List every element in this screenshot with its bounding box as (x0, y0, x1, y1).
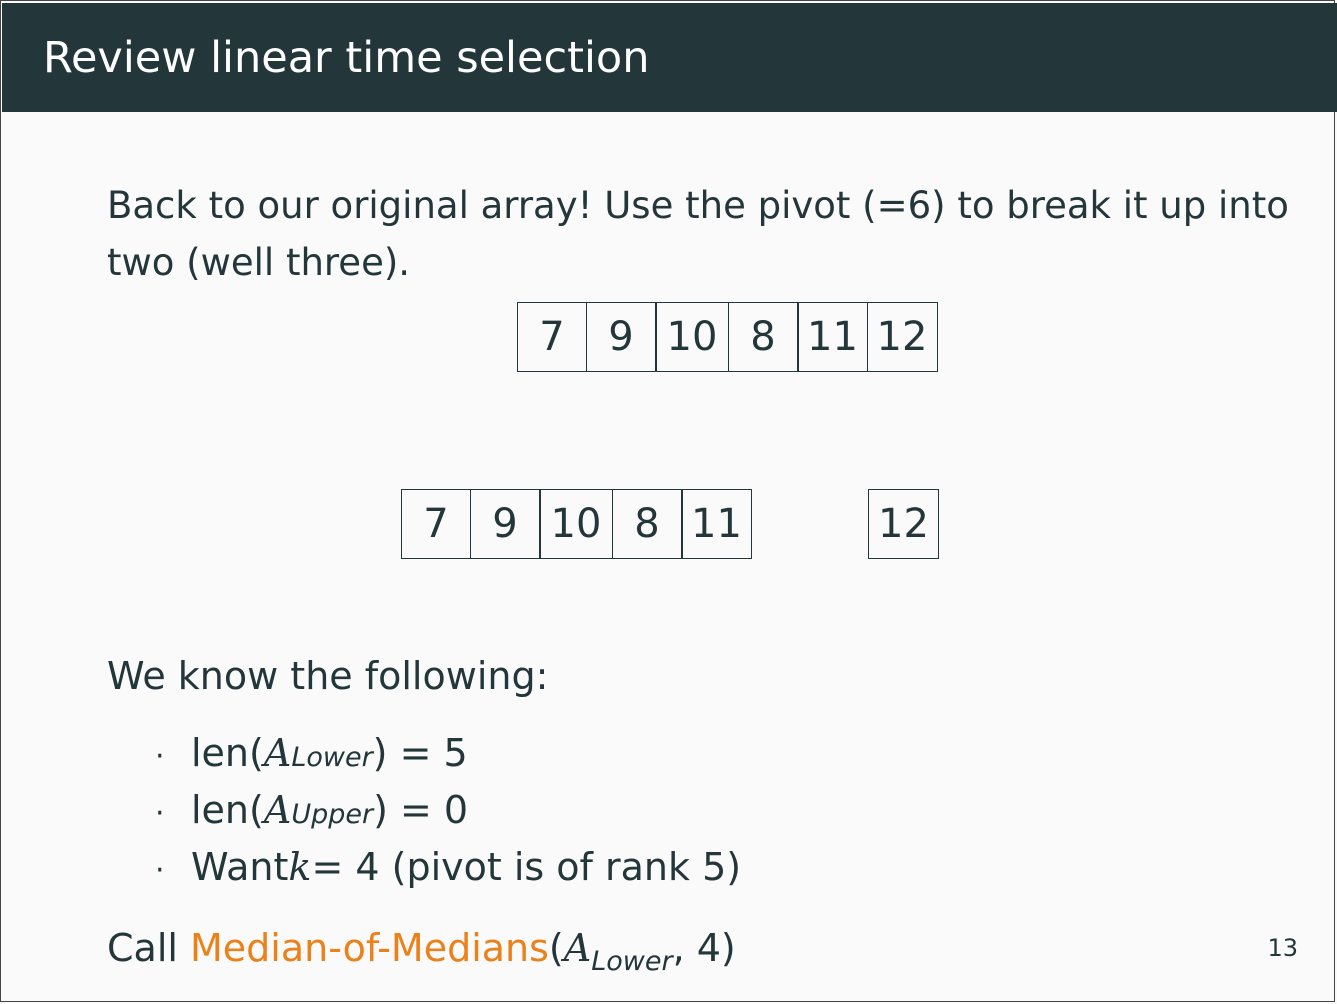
array-cell: 9 (585, 302, 657, 372)
array-cell: 11 (681, 489, 752, 559)
list-item: · Want k = 4 (pivot is of rank 5) (151, 845, 741, 902)
bullet-var: A (263, 788, 292, 832)
bullet-icon: · (155, 796, 165, 831)
call-args-rest: , 4) (672, 926, 736, 970)
title-bar: Review linear time selection (2, 3, 1337, 112)
bullet-sub: Upper (291, 799, 374, 830)
array-cell: 10 (539, 489, 613, 559)
call-function: Median-of-Medians (190, 926, 549, 970)
array-cell: 8 (727, 302, 799, 372)
intro-line-2: two (well three). (107, 241, 411, 284)
array-cell: 7 (401, 489, 471, 559)
call-sub: Lower (591, 946, 673, 977)
bullet-suffix: = 4 (pivot is of rank 5) (311, 845, 742, 889)
bullet-var: k (288, 845, 312, 889)
call-var: A (563, 926, 592, 970)
bullet-suffix: ) = 5 (372, 731, 468, 775)
call-line: Call Median-of-Medians(ALower, 4) (107, 926, 736, 977)
bullet-sub: Lower (291, 742, 373, 773)
bullet-icon: · (155, 853, 165, 888)
intro-line-1: Back to our original array! Use the pivo… (107, 184, 1289, 227)
page-number: 13 (1267, 934, 1298, 962)
array-cell: 12 (868, 489, 939, 559)
bullet-prefix: Want (191, 845, 289, 889)
bullet-suffix: ) = 0 (373, 788, 469, 832)
bullet-var: A (263, 731, 292, 775)
bullet-prefix: len( (191, 731, 264, 775)
upper-array: 12 (868, 489, 939, 559)
array-cell: 10 (655, 302, 729, 372)
array-cell: 8 (611, 489, 683, 559)
call-open: ( (548, 926, 564, 970)
lower-array: 7 9 10 8 11 (401, 489, 752, 559)
array-cell: 12 (866, 302, 938, 372)
facts-heading: We know the following: (107, 654, 549, 698)
array-cell: 9 (469, 489, 541, 559)
array-cell: 7 (517, 302, 587, 372)
bullet-prefix: len( (191, 788, 264, 832)
call-prefix: Call (107, 926, 191, 970)
original-array: 7 9 10 8 11 12 (517, 302, 938, 372)
array-cell: 11 (797, 302, 868, 372)
bullet-icon: · (155, 739, 165, 774)
slide-title: Review linear time selection (43, 33, 650, 83)
